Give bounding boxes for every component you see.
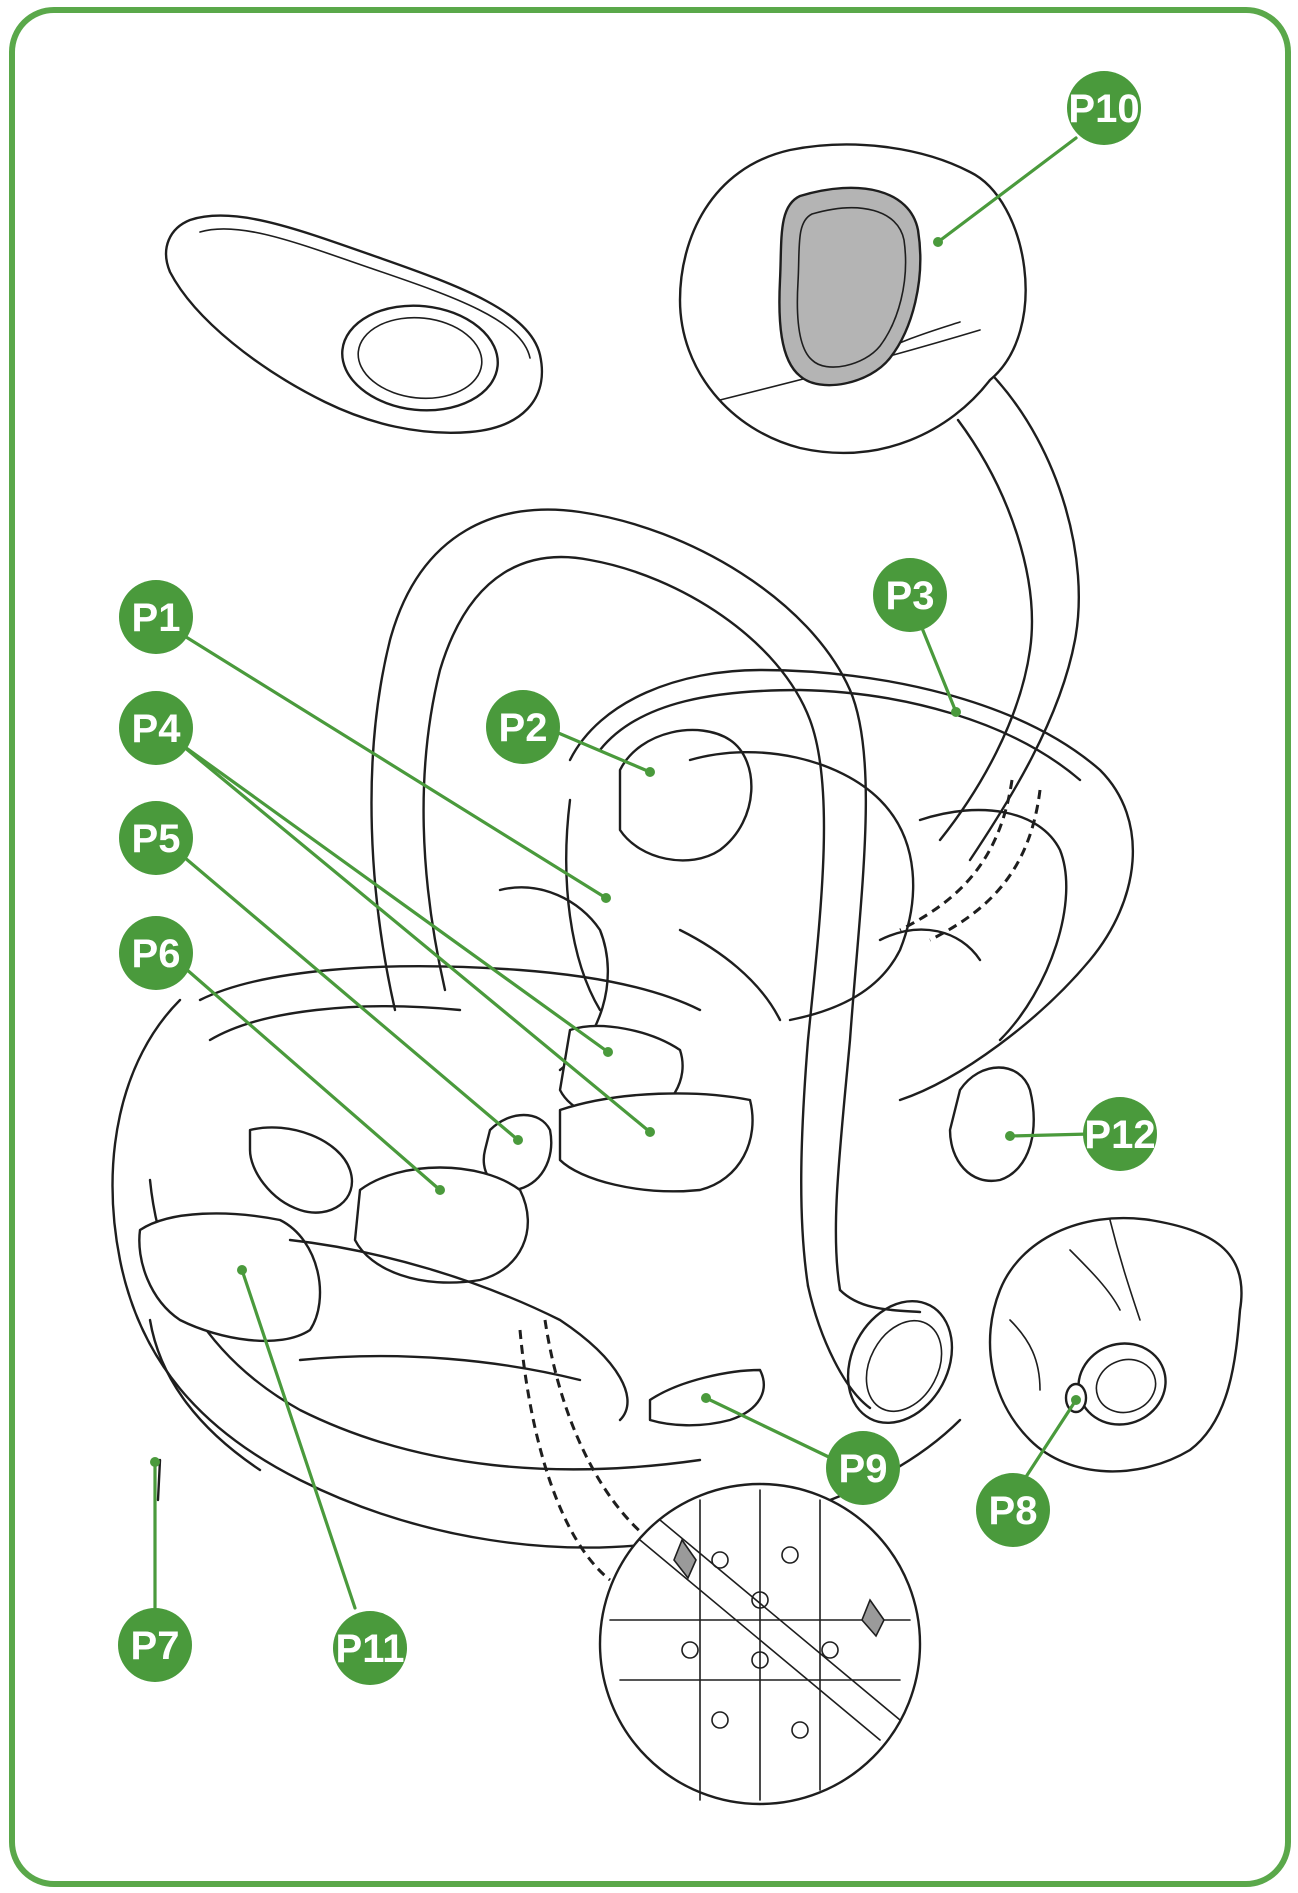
leader-p5 [176,850,520,1142]
leader-p3 [920,626,958,714]
svg-text:P11: P11 [336,1627,405,1671]
label-p10: P10 [1067,71,1141,145]
leader-p1 [176,630,608,900]
label-p11: P11 [333,1611,407,1685]
leader-dot-p1 [601,893,611,903]
svg-text:P2: P2 [499,706,548,750]
leader-dot-p2 [645,767,655,777]
diagram-frame [9,7,1291,1887]
label-badges: P1 P2 P3 P4 P5 P6 P7 P8 P9 P10 P11 [118,71,1157,1685]
car-seat-illustration [111,508,1135,1582]
label-p1: P1 [119,580,193,654]
leader-dot-p5 [513,1135,523,1145]
label-p9: P9 [826,1431,900,1505]
leader-dot-p4b [645,1127,655,1137]
leader-dot-p8 [1071,1395,1081,1405]
svg-text:P8: P8 [989,1489,1038,1533]
belt-guide-marker [861,1598,885,1638]
svg-text:P10: P10 [1068,87,1139,131]
svg-text:P6: P6 [132,932,181,976]
svg-text:P9: P9 [839,1447,888,1491]
leader-p10 [936,136,1078,244]
gray-pad-icon [778,186,922,387]
label-p12: P12 [1083,1097,1157,1171]
label-p6: P6 [119,916,193,990]
leader-dot-p11 [237,1265,247,1275]
leader-p4b [176,740,652,1134]
leader-p9 [704,1396,837,1462]
leader-p2 [554,730,652,774]
leader-dot-p10 [933,237,943,247]
label-p8: P8 [976,1473,1050,1547]
leader-dot-p4a [603,1047,613,1057]
belt-routing-detail [598,1482,922,1806]
leader-p12 [1008,1132,1092,1138]
svg-text:P4: P4 [132,707,182,751]
canopy-pad-detail [678,143,1080,862]
label-p7: P7 [118,1608,192,1682]
svg-text:P3: P3 [886,574,935,618]
head-insert-illustration [164,214,543,434]
label-p4: P4 [119,691,193,765]
svg-text:P1: P1 [132,596,181,640]
svg-text:P12: P12 [1084,1113,1155,1157]
leader-dot-p12 [1005,1131,1015,1141]
label-p5: P5 [119,801,193,875]
leader-dot-p9 [701,1393,711,1403]
leader-p8 [1018,1398,1078,1488]
leader-lines [150,136,1092,1610]
belt-guide-marker [673,1538,697,1580]
leader-dot-p3 [951,707,961,717]
leader-p6 [176,960,442,1192]
label-p3: P3 [873,558,947,632]
leader-dot-p7 [150,1457,160,1467]
leader-p4a [176,740,610,1054]
leader-dot-p6 [435,1185,445,1195]
handle-button-detail [988,1216,1243,1473]
leader-p11 [240,1268,357,1610]
label-p2: P2 [486,690,560,764]
svg-text:P5: P5 [132,817,181,861]
svg-text:P7: P7 [131,1624,180,1668]
